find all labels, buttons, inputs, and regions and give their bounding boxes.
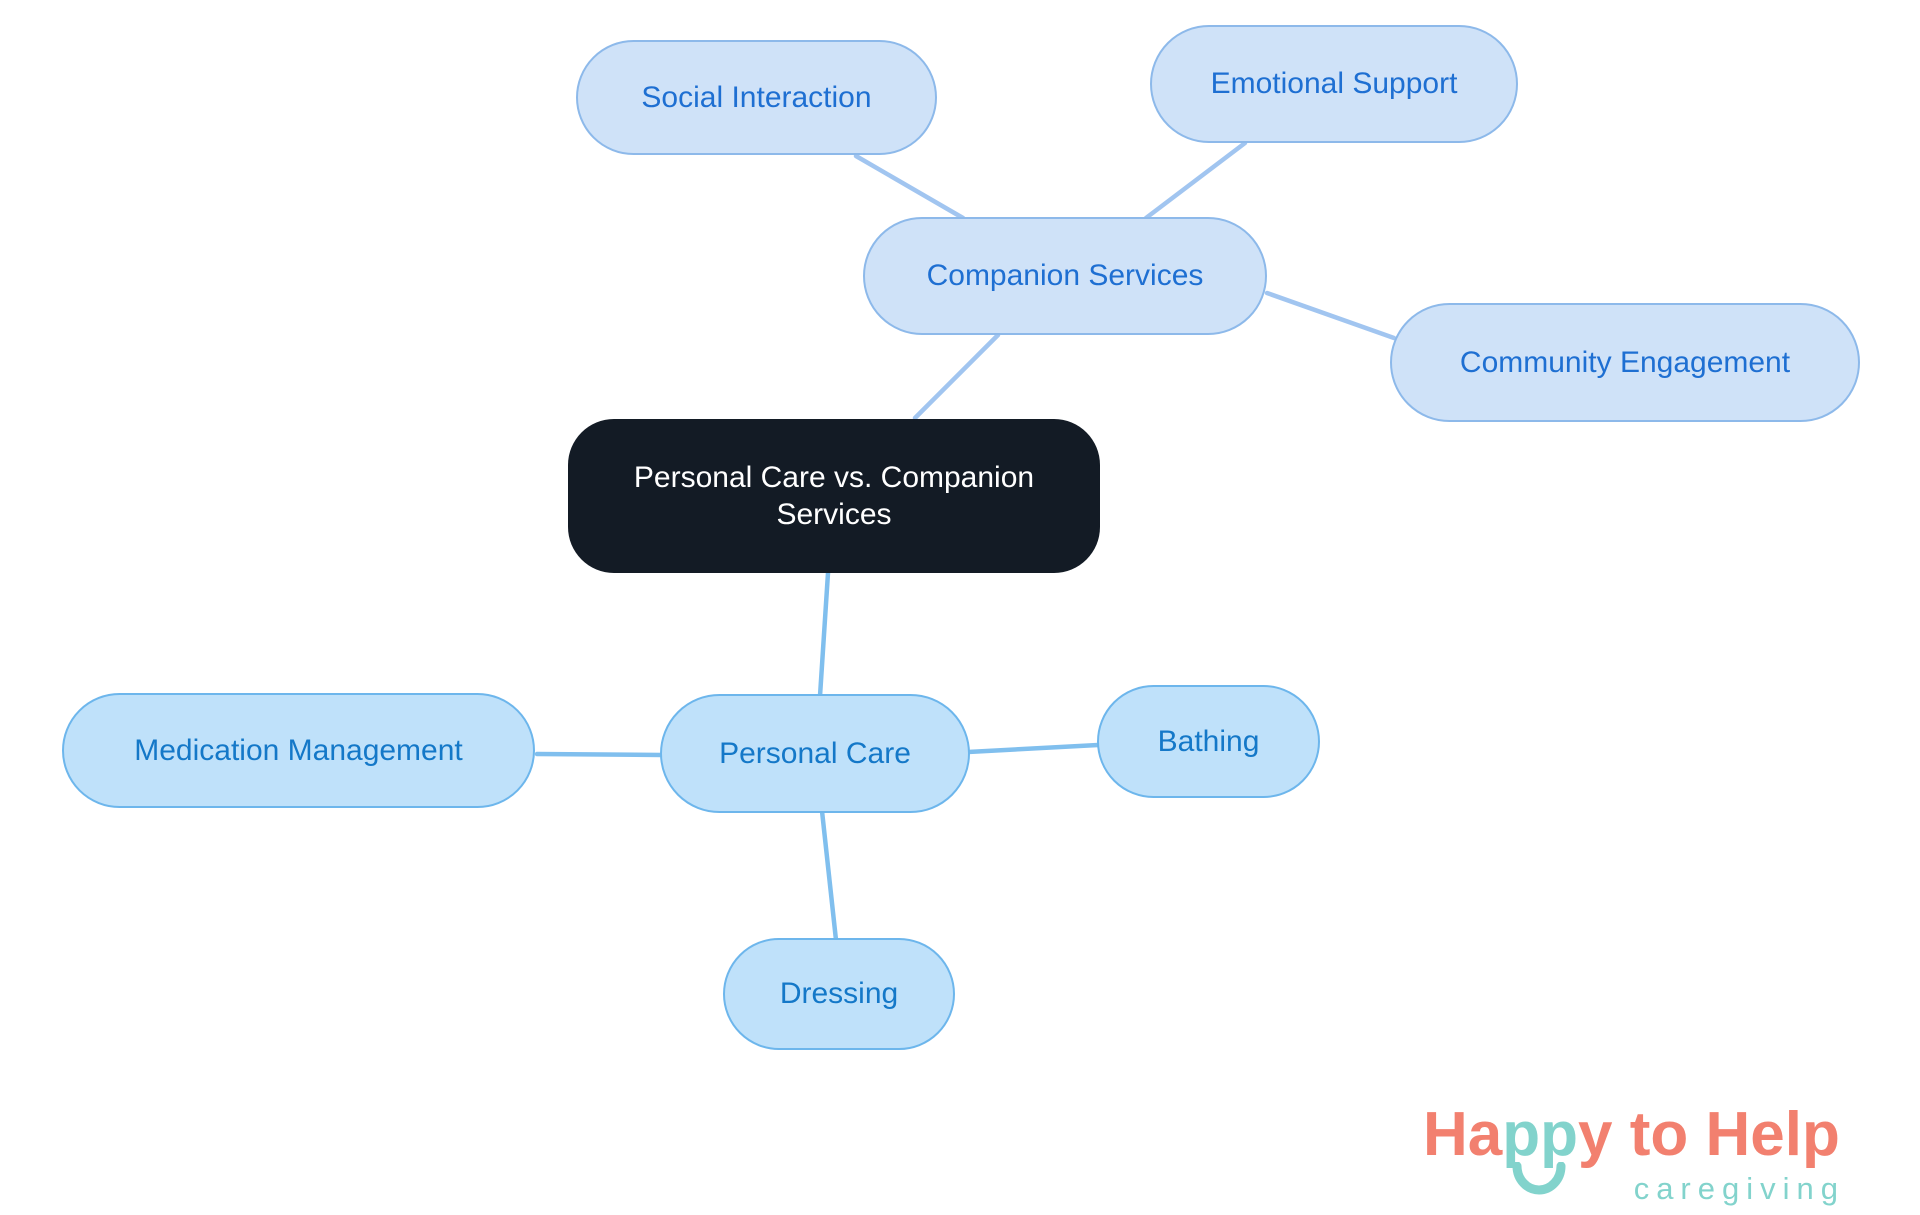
bathing-label: Bathing [1157,724,1260,758]
node-community-engagement: Community Engagement [1390,303,1860,422]
logo-text-rest: y to Help [1578,1100,1840,1169]
logo-text-pp: pp [1502,1100,1579,1169]
medication-management-label: Medication Management [134,733,463,767]
edge-personal-medication [534,751,665,758]
logo-subtitle: caregiving [1633,1171,1845,1206]
personal-care-label: Personal Care [719,736,911,770]
edge-companion-central [912,332,1001,421]
node-bathing: Bathing [1097,685,1320,798]
edge-companion-community [1264,290,1397,341]
edge-personal-dressing [819,808,839,943]
node-personal-care: Personal Care [660,694,970,813]
node-medication-management: Medication Management [62,693,535,808]
edge-personal-bathing [965,742,1101,755]
emotional-support-label: Emotional Support [1210,67,1458,101]
node-emotional-support: Emotional Support [1150,25,1518,143]
smile-icon [1512,1162,1566,1195]
edge-emotional-companion [1143,140,1248,221]
dressing-label: Dressing [779,977,899,1011]
node-companion-services: Companion Services [863,217,1267,335]
node-social-interaction: Social Interaction [576,40,937,155]
node-central-topic: Personal Care vs. Companion Services [568,419,1100,573]
community-engagement-label: Community Engagement [1459,345,1791,379]
companion-services-label: Companion Services [926,259,1204,293]
edge-social-companion [853,153,966,221]
logo-wordmark: Happy to Help [1423,1104,1873,1166]
social-interaction-label: Social Interaction [641,80,872,114]
edge-central-personal [817,570,831,699]
happy-to-help-logo: Happy to Help caregiving [1423,1104,1873,1207]
central-topic-label: Personal Care vs. Companion Services [633,460,1035,532]
node-dressing: Dressing [723,938,955,1050]
logo-text-ha: Ha [1423,1100,1503,1169]
